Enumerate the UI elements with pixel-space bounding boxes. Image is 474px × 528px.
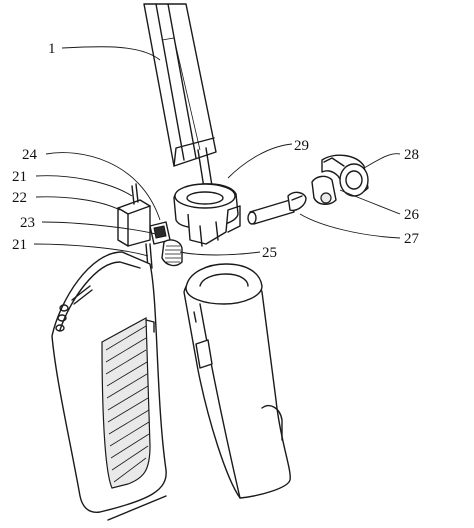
label-24: 24 bbox=[22, 147, 38, 163]
rod-part-1 bbox=[143, 3, 217, 189]
right-housing bbox=[183, 263, 291, 499]
label-23: 23 bbox=[20, 215, 35, 231]
label-21-bottom: 21 bbox=[12, 237, 27, 253]
hinge-part-28 bbox=[311, 154, 369, 205]
label-22: 22 bbox=[12, 190, 27, 206]
label-27: 27 bbox=[404, 231, 420, 247]
pin-part-27 bbox=[247, 191, 307, 225]
leader-lines bbox=[33, 46, 401, 257]
collar-part-29 bbox=[173, 183, 241, 247]
left-housing bbox=[51, 251, 167, 521]
callout-labels: 1 29 28 24 21 22 23 21 25 26 27 bbox=[12, 41, 420, 261]
label-25: 25 bbox=[262, 245, 277, 261]
label-21-top: 21 bbox=[12, 169, 27, 185]
bracket-assembly-21-22-23-24 bbox=[117, 183, 183, 269]
label-1: 1 bbox=[48, 41, 56, 57]
label-26: 26 bbox=[404, 207, 420, 223]
label-28: 28 bbox=[404, 147, 419, 163]
label-29: 29 bbox=[294, 138, 309, 154]
